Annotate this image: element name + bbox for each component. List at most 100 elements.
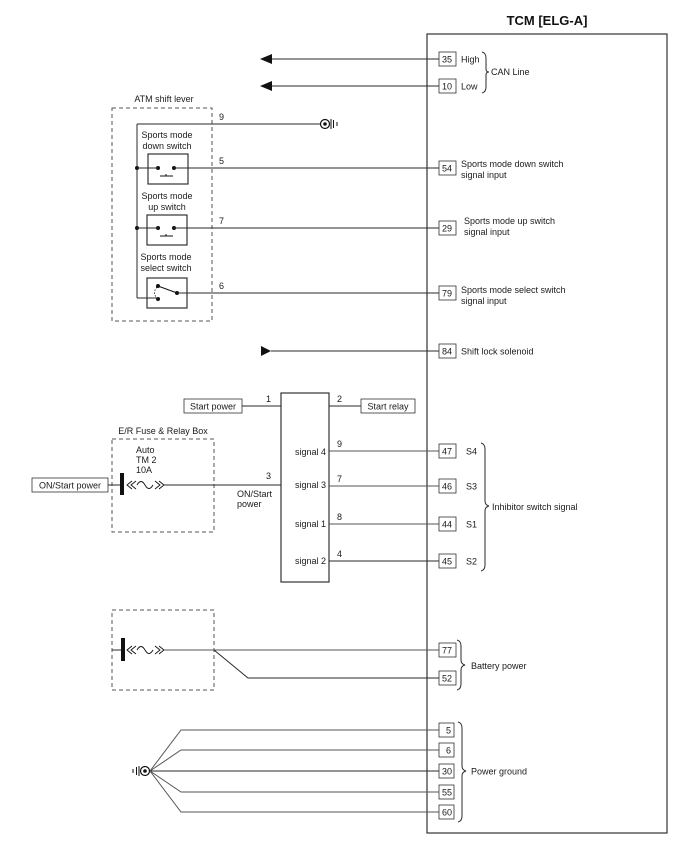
wire-number: 7 [337,474,342,484]
wire-number: 9 [219,112,224,122]
pin-box [438,478,457,494]
signal-label: signal 4 [295,447,326,457]
switch-label: Sports mode [140,252,191,262]
pin-number: 60 [442,808,452,818]
pin-number: 79 [442,289,452,299]
connector-label: Start relay [367,402,409,412]
pin-number: 5 [446,726,451,736]
pin-box [438,670,457,686]
pin-box [438,160,457,176]
arrow-left-icon [260,54,272,64]
wire-number: 1 [266,394,271,404]
group-label: Inhibitor switch signal [492,502,578,512]
switch-label: up switch [148,202,186,212]
pin-number: 77 [442,646,452,656]
pin-box [438,722,455,738]
pin-box [438,343,457,359]
pin-box [438,443,457,459]
brace-icon [456,639,466,691]
wire-number: 3 [266,471,271,481]
pin-number: 54 [442,164,452,174]
pin-number: 52 [442,674,452,684]
pin-label: Shift lock solenoid [461,347,534,357]
brace-icon [481,51,490,94]
momentary-switch-icon [147,153,189,185]
pin-number: 45 [442,557,452,567]
fuse-icon [120,473,165,495]
fuse-label: TM 2 [136,455,157,465]
wire-number: 5 [219,156,224,166]
pin-number: 35 [442,55,452,65]
inhibitor-switch-box [280,392,330,583]
group-label: Battery power [471,661,527,671]
arrow-left-icon [260,81,272,91]
atm-shift-lever: ATM shift lever 9 Sports mode down switc… [111,94,439,322]
ground-icon [132,765,151,777]
signal-label: signal 1 [295,519,326,529]
pin-label: S3 [466,482,477,492]
pin-label: S2 [466,557,477,567]
wire-label: ON/Start [237,489,273,499]
tcm-title: TCM [ELG-A] [507,13,588,28]
component-label: E/R Fuse & Relay Box [118,426,208,436]
shift-lock-group: 84 Shift lock solenoid [261,343,534,359]
switch-label: down switch [142,141,191,151]
ground-wire [149,770,439,793]
pin-box [438,516,457,532]
connector-label: Start power [190,402,236,412]
pin-box [438,51,457,67]
ground-icon [319,118,338,130]
ground-wire [149,749,439,772]
pin-label: S4 [466,447,477,457]
signal-label: signal 3 [295,480,326,490]
switch-label: Sports mode [141,191,192,201]
switch-label: select switch [140,263,191,273]
fuse-relay-box: E/R Fuse & Relay Box Auto TM 2 10A ON/St… [31,426,281,533]
connector-label: ON/Start power [39,481,101,491]
wire-number: 7 [219,216,224,226]
pin-number: 44 [442,520,452,530]
inhibitor-switch: Start power 1 2 Start relay 3 ON/Start p… [183,392,439,583]
inhibitor-pins: 47 S4 46 S3 44 S1 45 S2 Inhibitor switch… [438,442,578,572]
wire-number: 6 [219,281,224,291]
ground-wire [149,770,439,813]
wire-number: 8 [337,512,342,522]
pin-label: signal input [464,227,510,237]
pin-label: Sports mode down switch [461,159,564,169]
switch-label: Sports mode [141,130,192,140]
pin-label: High [461,55,480,65]
can-line-group: 35 High 10 Low CAN Line [260,51,530,94]
group-label: Power ground [471,767,527,777]
switch-input-pins: 54 Sports mode down switch signal input … [438,159,566,306]
fuse-icon [121,638,165,661]
pin-box [438,220,457,236]
pin-box [438,285,457,301]
brace-icon [457,721,467,823]
pin-label: Sports mode up switch [464,216,555,226]
wire-number: 9 [337,439,342,449]
pin-number: 6 [446,746,451,756]
dashed-enclosure [111,107,213,322]
pin-box [438,763,455,779]
fuse-label: Auto [136,445,155,455]
pin-label: Sports mode select switch [461,285,566,295]
pin-label: signal input [461,170,507,180]
pin-box [438,742,455,758]
component-label: ATM shift lever [134,94,193,104]
pin-number: 29 [442,224,452,234]
battery-wire [213,649,439,679]
wire-number: 2 [337,394,342,404]
pin-number: 10 [442,82,452,92]
pin-box [438,78,457,94]
pin-number: 84 [442,347,452,357]
group-label: CAN Line [491,67,530,77]
pin-box [438,642,457,658]
ground-wire [149,729,439,772]
pin-label: signal input [461,296,507,306]
pin-number: 55 [442,788,452,798]
pin-label: S1 [466,520,477,530]
arrow-right-icon [261,346,271,356]
tcm-module-box [426,33,668,834]
fuse-label: 10A [136,465,152,475]
